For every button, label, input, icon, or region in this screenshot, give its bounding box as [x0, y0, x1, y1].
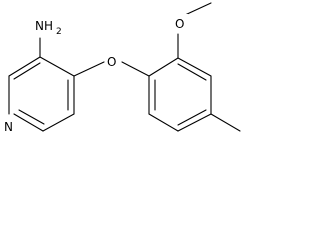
bond-c4p-c5p-inner	[177, 109, 207, 126]
ether-oxygen-label: O	[105, 52, 120, 70]
bond-c4-o-ether	[73, 61, 105, 77]
bond-c2p-c3p	[177, 57, 212, 77]
bond-c3-c4	[39, 56, 75, 77]
bond-o-ether-c1p	[121, 61, 150, 77]
amine-label-subscript: 2	[56, 27, 62, 37]
bond-c4p-methyl	[210, 113, 241, 132]
amine-label-main: NH	[35, 19, 53, 33]
bond-c4p-c5p	[177, 113, 212, 132]
ether-oxygen-text: O	[107, 55, 116, 69]
pyridine-ring	[8, 56, 75, 132]
bond-o-methoxy-ch3	[184, 2, 212, 16]
benzene-ring	[148, 57, 212, 132]
structure-diagram: NH 2 O O N	[2, 2, 241, 135]
bond-c6-n1-inner	[18, 109, 45, 125]
bond-c2-c3-inner	[13, 62, 41, 80]
amine-label: NH 2	[33, 16, 62, 37]
bond-c6-n1	[13, 113, 44, 132]
bond-c5p-c6p	[148, 113, 179, 132]
pyridine-nitrogen-label: N	[2, 117, 17, 135]
methoxy-oxygen-text: O	[175, 17, 184, 31]
bond-c5-c6	[42, 113, 75, 132]
pyridine-nitrogen-text: N	[4, 120, 13, 134]
bond-c2-c3	[8, 56, 41, 77]
methoxy-oxygen-label: O	[173, 14, 188, 32]
bond-c1p-c2p	[148, 57, 179, 77]
bond-c2p-c3p-inner	[177, 63, 207, 81]
